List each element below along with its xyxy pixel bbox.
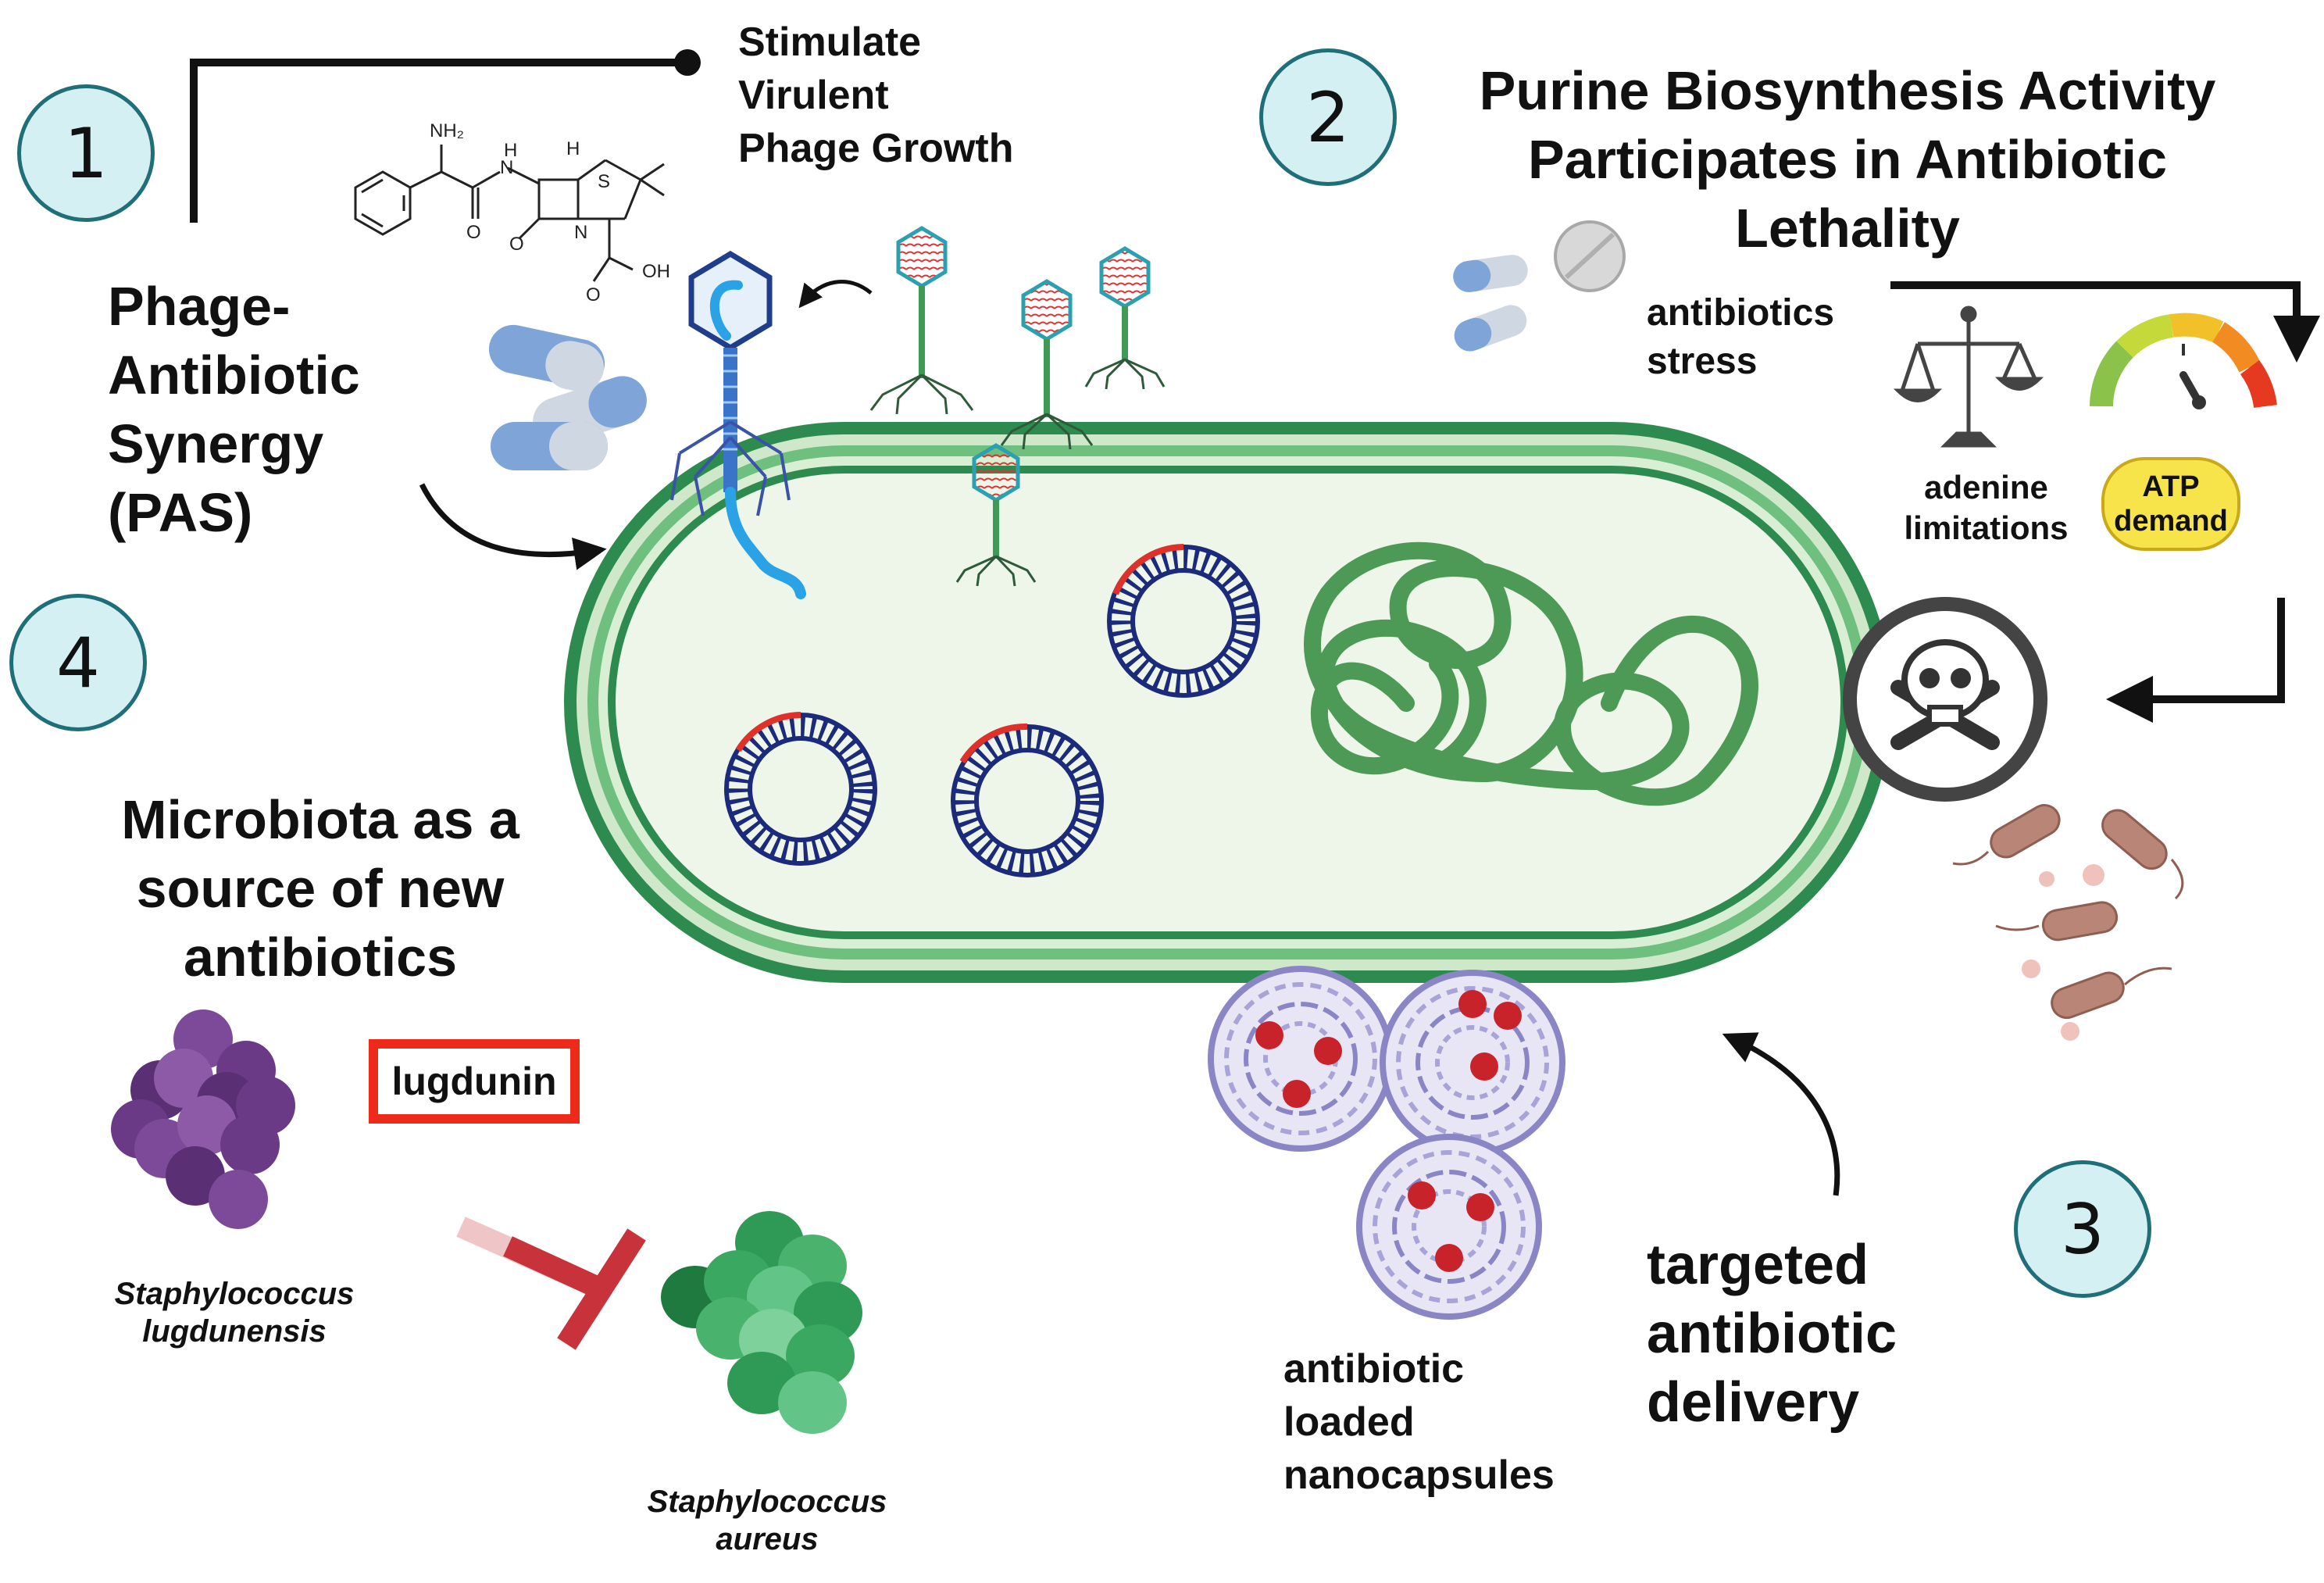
phage-icon [955,443,1037,587]
phage-icon [670,250,806,599]
molecule-labels: NH₂ H N H S N O O OH O [430,120,670,306]
panel-1-badge: 1 [17,84,155,222]
panel-2-badge: 2 [1259,48,1397,186]
molecule-o1: O [466,222,481,243]
tablet-icon [1554,220,1626,292]
molecule-o3: O [586,284,601,306]
molecule-o2: O [509,234,524,255]
s-aureus-cluster [661,1211,862,1434]
purine-title: Purine Biosynthesis Activity Participate… [1479,60,2216,259]
phage-icon [1084,246,1166,390]
molecule-s: S [598,171,610,192]
pill-icon [1454,305,1527,352]
s-lugdunensis-cluster [111,1009,295,1229]
molecule-oh: OH [642,261,670,282]
pill-icon [488,324,605,392]
gauge-icon [2090,313,2277,409]
stimulate-phage-callout: Stimulate Virulent Phage Growth [738,20,1014,171]
plasmid-icon [951,723,1104,877]
phage-icon [869,226,974,415]
molecule-n2: N [574,222,587,243]
pas-arrow [419,483,607,570]
pill-icon [1453,255,1528,292]
plasmid-icon [1107,544,1260,698]
bacterial-cell [564,422,1892,983]
dna-icon [1304,541,1758,806]
skull-icon [1843,597,2047,802]
nanocapsule-icon [1356,1134,1542,1320]
atp-demand-badge: ATP demand [2101,457,2240,551]
molecule-nh2: NH₂ [430,120,464,141]
molecule-h2: H [566,138,580,159]
purine-arrow [1890,281,2320,363]
bacterium-icon [1952,804,2184,1020]
panel-3-badge: 3 [2014,1160,2151,1298]
phage-icon [1000,279,1094,450]
pas-title: Phage- Antibiotic Synergy (PAS) [108,276,360,543]
nanocapsules-label: antibiotic loaded nanocapsules [1283,1346,1555,1498]
molecule-h1: H [504,140,517,161]
scale-icon [1893,306,2044,448]
molecule-n1: N [500,157,513,178]
s-aureus-label: Staphylococcus aureus [647,1485,887,1556]
antibiotics-stress-label: antibiotics stress [1647,292,1835,382]
lethality-arrow [2106,598,2285,723]
penicillin-molecule-icon [354,145,665,282]
s-lugdunensis-label: Staphylococcus lugdunensis [114,1277,355,1349]
adenine-limitations-label: adenine limitations [1904,469,2069,546]
bacterium-debris [2022,864,2104,1041]
lugdunin-label: lugdunin [369,1039,580,1124]
plasmid-icon [724,712,877,866]
phage-arrow [798,280,873,309]
delivery-arrow [1722,1032,1840,1196]
microbiota-title: Microbiota as a source of new antibiotic… [121,789,519,988]
nanocapsule-icon [1380,970,1565,1156]
inhibition-icon [456,1217,646,1350]
targeted-delivery-title: targeted antibiotic delivery [1647,1234,1897,1434]
nanocapsule-icon [1208,966,1394,1152]
callout-line [190,49,701,223]
panel-4-badge: 4 [9,594,147,731]
pill-icon [491,422,608,470]
